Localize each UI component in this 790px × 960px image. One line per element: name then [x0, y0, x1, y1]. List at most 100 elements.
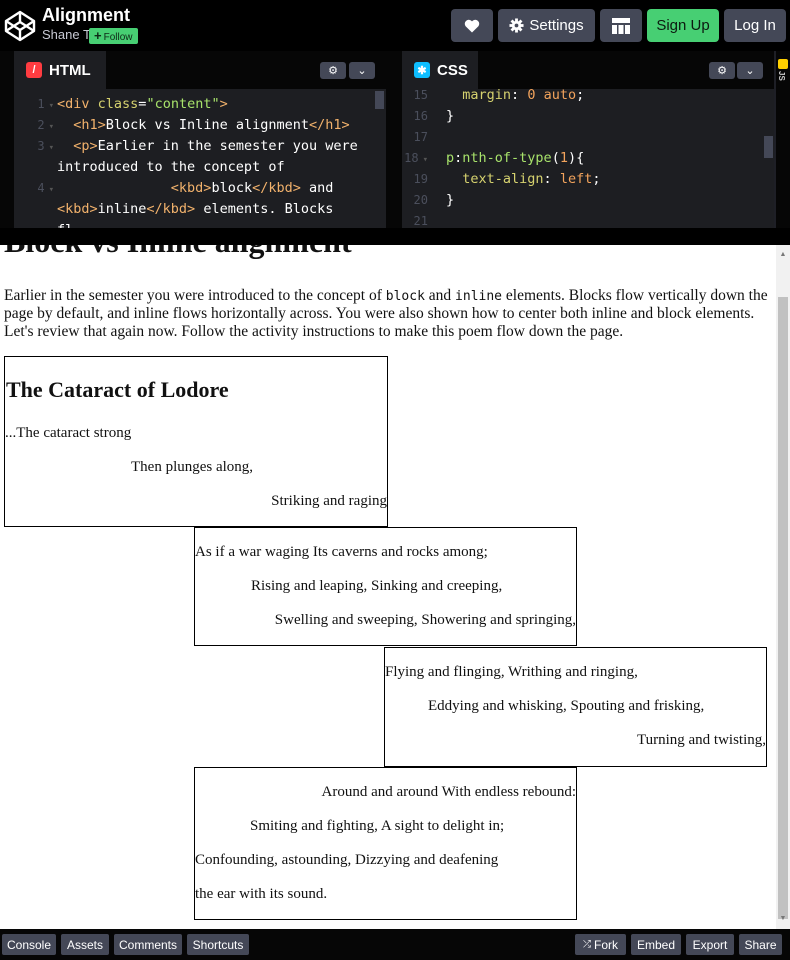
follow-button[interactable]: +Follow [89, 28, 138, 44]
scroll-up-arrow-icon[interactable]: ▲ [779, 251, 787, 258]
css-editor: ✱ CSS ⚙ ⌄ 15 16 17 18▾ 19 20 21 margin: … [402, 51, 774, 228]
fork-button[interactable]: ⤮Fork [575, 934, 626, 955]
css-code[interactable]: 15 16 17 18▾ 19 20 21 margin: 0 auto; } … [402, 85, 774, 228]
poem-title: The Cataract of Lodore [6, 377, 229, 402]
css-scrollbar[interactable] [764, 136, 773, 158]
fork-icon: ⤮ [583, 939, 591, 950]
preview-scrollbar[interactable]: ▲ ▼ [776, 245, 790, 929]
fork-label: Fork [594, 937, 618, 952]
line-number: 4▾ [37, 181, 54, 195]
poem-line: Flying and flinging, Writhing and ringin… [385, 664, 638, 680]
code-line: <kbd>block</kbd> and [170, 180, 334, 196]
poem-stanza-3: Flying and flinging, Writhing and ringin… [384, 647, 767, 767]
preview-scrollbar-thumb[interactable] [778, 297, 788, 919]
poem-stanza-2: As if a war waging Its caverns and rocks… [194, 527, 577, 646]
console-button[interactable]: Console [2, 934, 56, 955]
poem-line: the ear with its sound. [195, 886, 328, 902]
gear-icon: ⚙ [328, 65, 338, 77]
poem-line: Striking and raging [271, 493, 387, 509]
export-button[interactable]: Export [686, 934, 734, 955]
author-name[interactable]: Shane T [42, 27, 91, 42]
code-line: margin: 0 auto; [462, 87, 585, 103]
code-line: <div class="content"> [57, 96, 228, 112]
css-settings-button[interactable]: ⚙ [709, 62, 735, 79]
html-collapse-button[interactable]: ⌄ [349, 62, 375, 79]
embed-button[interactable]: Embed [631, 934, 681, 955]
poem-line: Then plunges along, [131, 459, 254, 475]
preview-pane: Block vs Inline alignment Earlier in the… [0, 245, 776, 929]
chevron-down-icon: ⌄ [357, 65, 367, 77]
poem-stanza-1: The Cataract of Lodore ...The cataract s… [4, 356, 388, 527]
gear-icon [509, 18, 524, 33]
code-line: p:nth-of-type(1){ [446, 150, 585, 166]
line-number: 21 [413, 214, 428, 228]
shortcuts-button[interactable]: Shortcuts [187, 934, 249, 955]
poem-line: Eddying and whisking, Spouting and frisk… [428, 698, 705, 714]
js-label: JS [777, 71, 786, 81]
poem-line: Turning and twisting, [636, 732, 766, 748]
poem-stanza-4: Around and around With endless rebound: … [194, 767, 577, 920]
assets-button[interactable]: Assets [61, 934, 109, 955]
code-line: } [446, 192, 455, 208]
line-number: 1▾ [37, 97, 54, 111]
line-number: 17 [413, 130, 428, 144]
code-line: fl [57, 222, 73, 228]
css-icon: ✱ [414, 62, 430, 78]
follow-label: Follow [103, 32, 133, 43]
code-line: introduced to the concept of [57, 159, 285, 175]
poem-line: Swelling and sweeping, Showering and spr… [274, 612, 576, 628]
log-in-button[interactable]: Log In [724, 9, 786, 42]
heart-icon [464, 19, 480, 32]
comments-button[interactable]: Comments [114, 934, 182, 955]
line-number: 19 [413, 172, 428, 186]
kbd-block: block [385, 289, 425, 304]
html-icon: / [26, 62, 42, 78]
editor-resize-handle[interactable] [0, 51, 14, 228]
codepen-logo-icon[interactable] [4, 10, 36, 42]
intro-paragraph: Earlier in the semester you were introdu… [4, 287, 768, 340]
poem-line: As if a war waging Its caverns and rocks… [195, 544, 488, 560]
like-button[interactable] [451, 9, 493, 42]
js-editor-collapsed[interactable]: JS [776, 51, 790, 228]
css-tab[interactable]: ✱ CSS [402, 51, 478, 89]
layout-icon [612, 17, 630, 34]
html-tab[interactable]: / HTML [14, 51, 106, 89]
line-number: 16 [413, 109, 428, 123]
code-line: <kbd>inline</kbd> elements. Blocks [57, 201, 334, 217]
html-settings-button[interactable]: ⚙ [320, 62, 346, 79]
settings-button[interactable]: Settings [498, 9, 595, 42]
poem-line: ...The cataract strong [5, 425, 132, 441]
line-number: 2▾ [37, 118, 54, 132]
bottom-bar: Console Assets Comments Shortcuts ⤮Fork … [0, 929, 790, 960]
code-line: text-align: left; [462, 171, 601, 187]
line-number: 18▾ [404, 151, 428, 165]
preview-resize-bar[interactable] [0, 228, 790, 245]
code-line: } [446, 108, 455, 124]
code-line: <h1>Block vs Inline alignment</h1> [73, 117, 350, 133]
html-code[interactable]: 1▾ 2▾ 3▾ 4▾ <div class="content"> <h1>Bl… [14, 93, 386, 228]
chevron-down-icon: ⌄ [745, 65, 755, 77]
poem-line: Confounding, astounding, Dizzying and de… [195, 852, 499, 868]
code-line: <p>Earlier in the semester you were [73, 138, 358, 154]
poem-line: Rising and leaping, Sinking and creeping… [251, 578, 503, 594]
page-heading: Block vs Inline alignment [4, 245, 352, 260]
share-button[interactable]: Share [739, 934, 782, 955]
html-editor: / HTML ⚙ ⌄ 1▾ 2▾ 3▾ 4▾ <div class="conte… [14, 51, 386, 228]
settings-label: Settings [529, 17, 584, 34]
plus-icon: + [94, 28, 102, 43]
line-number: 15 [413, 88, 428, 102]
line-number: 3▾ [37, 139, 54, 153]
html-tab-label: HTML [49, 61, 91, 79]
scroll-down-arrow-icon[interactable]: ▼ [779, 915, 787, 922]
editor-area: / HTML ⚙ ⌄ 1▾ 2▾ 3▾ 4▾ <div class="conte… [0, 51, 790, 228]
sign-up-button[interactable]: Sign Up [647, 9, 719, 42]
change-view-button[interactable] [600, 9, 642, 42]
poem-line: Smiting and fighting, A sight to delight… [250, 818, 505, 834]
html-scrollbar[interactable] [375, 91, 384, 109]
pen-title[interactable]: Alignment [42, 5, 130, 25]
kbd-inline: inline [455, 289, 503, 304]
editor-divider[interactable] [386, 51, 402, 228]
css-collapse-button[interactable]: ⌄ [737, 62, 763, 79]
js-icon [778, 59, 788, 69]
top-bar: Alignment Shane T +Follow Settings Sign … [0, 0, 790, 51]
